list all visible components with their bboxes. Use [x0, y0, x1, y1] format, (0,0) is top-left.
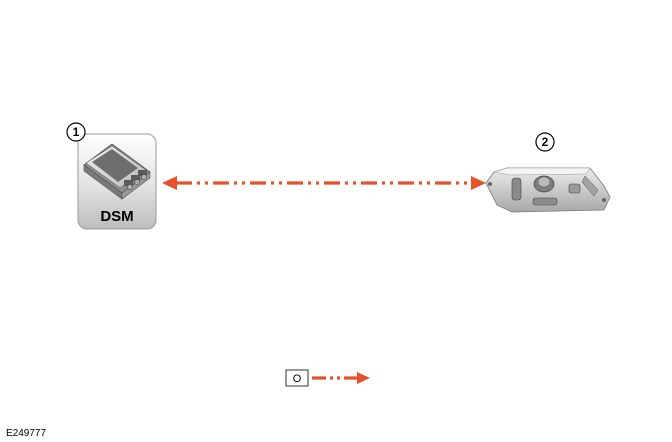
dsm-module: DSM 1 — [66, 122, 157, 230]
key-legend: O — [285, 369, 370, 387]
seat-switch-pack: 2 — [485, 132, 611, 213]
seat-switch-pack-icon — [485, 167, 611, 213]
callout-2-number: 2 — [542, 135, 549, 149]
callout-2: 2 — [535, 132, 555, 152]
key-symbol-box — [285, 369, 309, 387]
connection-line — [162, 176, 486, 190]
dsm-module-label: DSM — [100, 208, 133, 225]
arrowhead-left-icon — [162, 176, 177, 190]
figure-id: E249777 — [6, 428, 47, 439]
control-module-icon — [83, 143, 151, 200]
key-arrowhead-icon — [357, 372, 370, 384]
callout-1-number: 1 — [73, 125, 80, 139]
arrowhead-right-icon — [471, 176, 486, 190]
callout-1: 1 — [66, 122, 86, 142]
key-symbol: O — [293, 373, 302, 385]
